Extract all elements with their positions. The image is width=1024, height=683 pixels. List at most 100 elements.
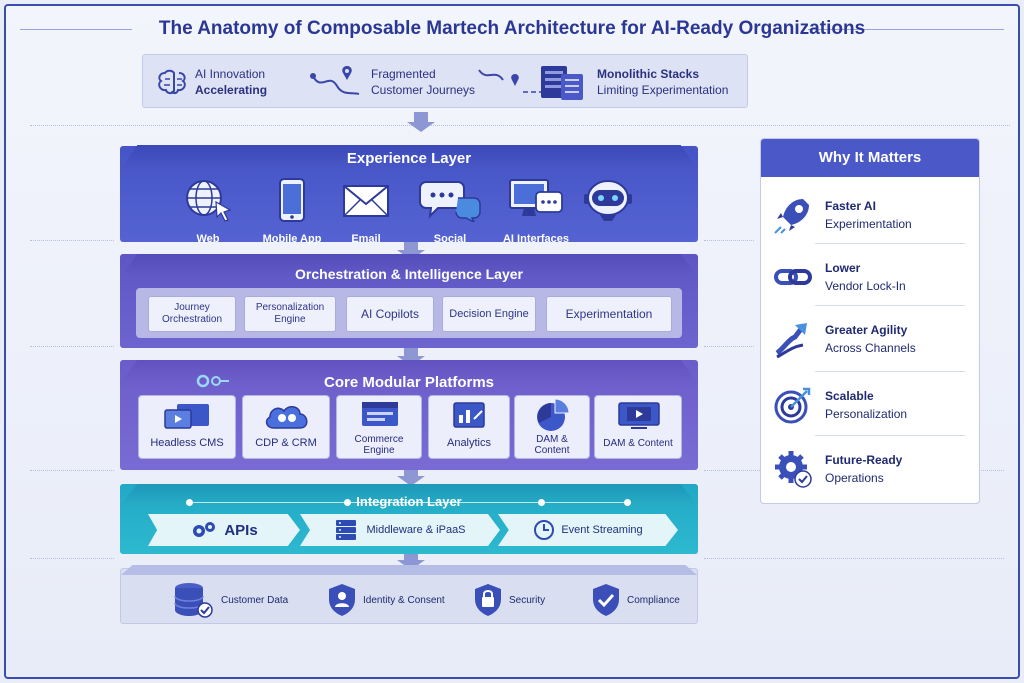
orchestration-item-decision-engine: Decision Engine: [442, 296, 536, 332]
benefit-divider: [815, 305, 965, 306]
clock-icon: [534, 520, 555, 540]
layer-cap: [120, 360, 698, 384]
diagram-title: The Anatomy of Composable Martech Archit…: [158, 18, 866, 39]
foundation-customer-data: Customer Data: [171, 583, 289, 618]
integration-label: Event Streaming: [561, 524, 643, 536]
integration-label: APIs: [224, 521, 258, 539]
integration-event-streaming: Event Streaming: [498, 514, 678, 546]
orchestration-item-ai-copilots: AI Copilots: [346, 296, 434, 332]
smartphone-icon: [279, 178, 305, 222]
shield-check-icon: [593, 584, 619, 616]
layer-cap: [120, 484, 698, 506]
integration-connector-line: [190, 502, 630, 503]
section-divider: [704, 346, 754, 347]
chain-link-icon: [774, 269, 812, 285]
brain-icon: [158, 69, 186, 95]
platform-cdp-crm: CDP & CRM: [242, 395, 330, 459]
platform-dam-content-pie: DAM & Content: [514, 395, 590, 459]
platform-label: Analytics: [446, 437, 492, 449]
foundation-identity-consent: Identity & Consent: [327, 583, 445, 617]
flow-arrow-stem: [404, 554, 418, 560]
orchestration-item-experimentation: Experimentation: [546, 296, 672, 332]
benefit-line1: Lower: [825, 261, 861, 275]
benefit-divider: [815, 371, 965, 372]
pie-chart-icon: [537, 399, 570, 431]
benefit-scalable-personalization: Scalable Personalization: [773, 377, 969, 433]
flow-arrow-stem: [404, 470, 418, 476]
challenge-line1: Fragmented: [371, 67, 436, 81]
screen-chat-icon: [509, 179, 563, 216]
rocket-icon: [774, 199, 809, 234]
channel-label: Mobile App: [262, 233, 322, 245]
challenge-line2: Customer Journeys: [371, 83, 476, 97]
foundation-label: Identity & Consent: [363, 594, 445, 606]
connector-dot: [344, 499, 351, 506]
server-stack-icon: [541, 66, 583, 100]
foundation-label: Customer Data: [221, 594, 289, 606]
channel-social: Social: [410, 178, 490, 245]
connector-dot: [186, 499, 193, 506]
platform-label-line1: DAM &: [536, 434, 568, 445]
item-line2: Engine: [274, 314, 306, 325]
chat-bubbles-icon: [419, 181, 481, 224]
challenge-line1: AI Innovation: [195, 67, 266, 81]
layer-title: Integration Layer: [356, 494, 462, 509]
platform-label-line2: Engine: [363, 445, 395, 456]
challenges-strip: AI Innovation Accelerating Fragmented Cu…: [142, 54, 748, 108]
flow-arrow-stem: [414, 112, 428, 122]
analytics-chart-icon: [453, 402, 485, 428]
benefit-line2: Experimentation: [825, 217, 912, 231]
benefit-line2: Vendor Lock-In: [825, 279, 906, 293]
orchestration-layer: Orchestration & Intelligence Layer Journ…: [120, 254, 698, 348]
challenge-ai-innovation: AI Innovation Accelerating: [155, 55, 267, 109]
item-line1: Decision Engine: [449, 308, 529, 320]
challenge-monolithic: Monolithic Stacks Limiting Experimentati…: [539, 55, 728, 109]
shield-user-icon: [329, 584, 355, 616]
channel-email: Email: [326, 178, 406, 245]
benefit-line2: Across Channels: [825, 341, 916, 355]
challenge-line2: Limiting Experimentation: [597, 83, 729, 97]
cloud-people-icon: [265, 406, 308, 429]
cms-screens-icon: [164, 404, 209, 429]
layer-cap: [121, 565, 697, 575]
envelope-icon: [343, 185, 389, 217]
foundation-compliance: Compliance: [591, 583, 680, 617]
platform-dam-content: DAM & Content: [594, 395, 682, 459]
channel-mobile-app: Mobile App: [252, 178, 332, 245]
section-divider: [30, 470, 114, 471]
item-line2: Orchestration: [161, 314, 223, 325]
benefit-greater-agility: Greater Agility Across Channels: [773, 311, 969, 367]
platform-label-line1: Commerce: [354, 434, 404, 445]
channel-ai-assistant: [568, 178, 648, 233]
robot-icon: [584, 180, 632, 221]
benefit-divider: [815, 243, 965, 244]
section-divider: [30, 346, 114, 347]
section-divider: [704, 558, 1004, 559]
benefit-line1: Greater Agility: [825, 323, 908, 337]
why-title: Why It Matters: [761, 139, 979, 177]
platform-label-line2: Content: [534, 445, 570, 456]
section-divider: [30, 240, 114, 241]
platform-label: DAM & Content: [603, 438, 673, 449]
growth-arrow-icon: [775, 323, 807, 359]
benefit-line1: Faster AI: [825, 199, 876, 213]
layer-title: Core Modular Platforms: [323, 374, 495, 391]
integration-layer: Integration Layer APIs Middleware & iPaa…: [120, 484, 698, 554]
benefit-lower-lock-in: Lower Vendor Lock-In: [773, 249, 969, 305]
flow-arrow-icon: [397, 476, 425, 486]
gears-toggle-icon: [196, 374, 229, 388]
channel-label: AI Interfaces: [502, 233, 570, 245]
flow-arrow-stem: [404, 242, 418, 250]
channel-ai-interfaces: AI Interfaces: [496, 178, 576, 245]
integration-apis: APIs: [148, 514, 300, 546]
gear-check-icon: [775, 451, 812, 488]
foundation-label: Compliance: [627, 594, 680, 606]
item-line1: Experimentation: [565, 307, 653, 321]
gears-icon: [193, 522, 216, 537]
benefit-divider: [815, 435, 965, 436]
channel-label: Email: [351, 233, 381, 245]
flow-arrow-icon: [407, 122, 435, 132]
integration-label: Middleware & iPaaS: [366, 524, 466, 536]
